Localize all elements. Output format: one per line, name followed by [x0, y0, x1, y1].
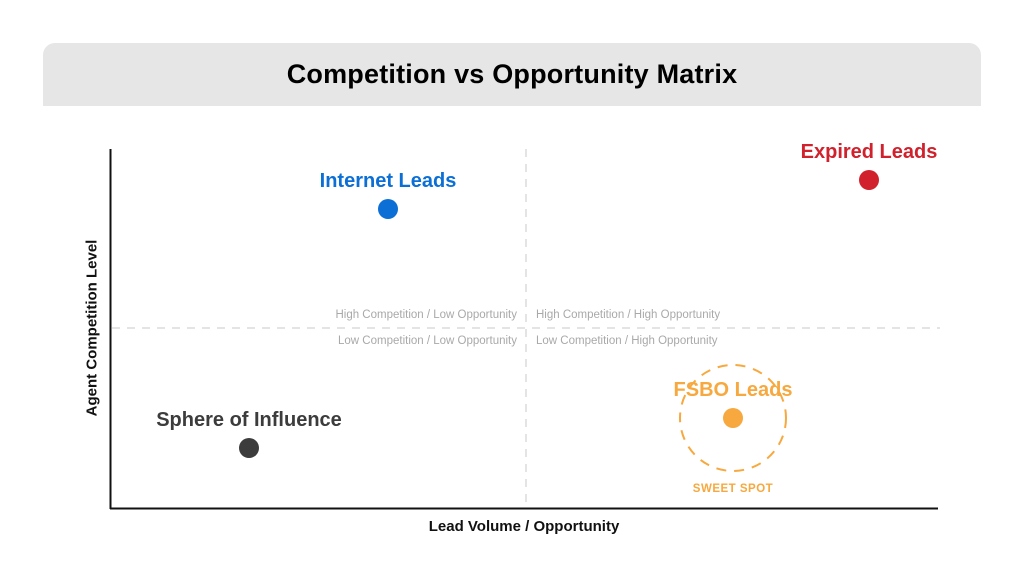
point-sphere-of-influence[interactable]: [239, 438, 259, 458]
label-expired-leads: Expired Leads: [800, 141, 938, 163]
point-fsbo-leads[interactable]: [723, 408, 743, 428]
chart-title: Competition vs Opportunity Matrix: [286, 59, 738, 89]
quadrant-label-top-right: High Competition / High Opportunity: [536, 309, 721, 321]
x-axis-label: Lead Volume / Opportunity: [428, 518, 620, 535]
label-sphere-of-influence: Sphere of Influence: [156, 409, 342, 431]
sweet-spot-ring: [679, 364, 787, 472]
label-fsbo-leads: FSBO Leads: [673, 379, 793, 401]
title-bar: Competition vs Opportunity Matrix: [43, 43, 981, 106]
quadrant-label-bottom-right: Low Competition / High Opportunity: [536, 335, 718, 347]
sweet-spot-label: SWEET SPOT: [692, 483, 774, 495]
label-internet-leads: Internet Leads: [319, 170, 457, 192]
point-internet-leads[interactable]: [378, 199, 398, 219]
y-axis-label: Agent Competition Level: [83, 239, 101, 417]
quadrant-label-top-left: High Competition / Low Opportunity: [335, 309, 517, 321]
point-expired-leads[interactable]: [859, 170, 879, 190]
quadrant-label-bottom-left: Low Competition / Low Opportunity: [338, 335, 517, 347]
